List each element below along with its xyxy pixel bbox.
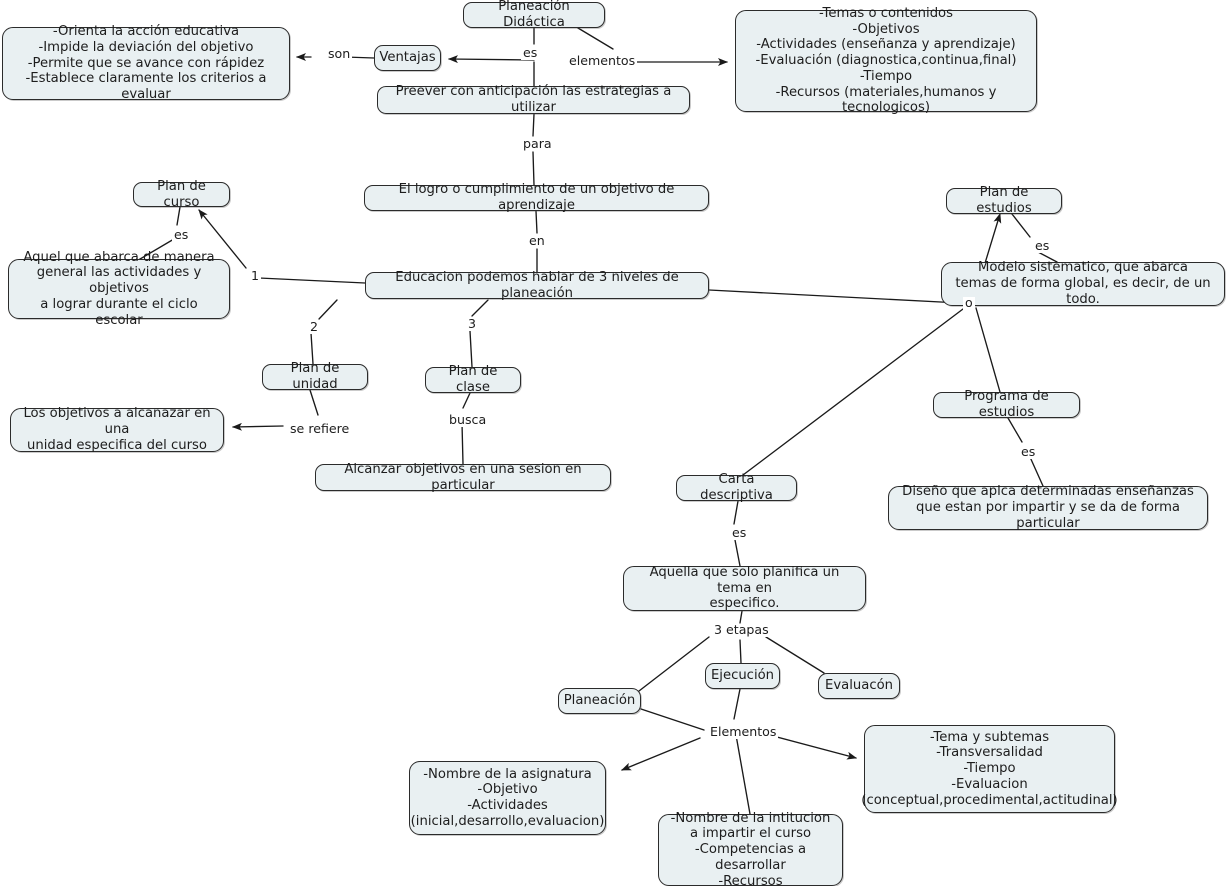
- edge-preever-para: [532, 113, 535, 137]
- node-preever[interactable]: Preever con anticipación las estrategias…: [377, 84, 690, 115]
- edge-label-son: son: [326, 46, 353, 61]
- edge-label-es-plan-estudios: es: [1033, 238, 1052, 253]
- edge-es-cartadetalle: [734, 539, 741, 567]
- node-plan-curso-detalle[interactable]: Aquel que abarca de manera general las a…: [8, 250, 230, 328]
- edge-label-elementos: elementos: [567, 53, 638, 68]
- edge-3etapas-planeacion: [638, 636, 710, 692]
- edge-educacion-1: [258, 277, 366, 284]
- node-plan-clase-detalle[interactable]: Alcanzar objetivos en una sesion en part…: [315, 462, 611, 493]
- node-carta-descriptiva[interactable]: Carta descriptiva: [676, 472, 797, 503]
- node-ejecucion[interactable]: Ejecución: [705, 663, 780, 689]
- node-ventajas-detalle[interactable]: -Orienta la acción educativa -Impide la …: [2, 24, 290, 102]
- edge-label-es-ventajas: es: [521, 45, 540, 60]
- node-plan-de-clase[interactable]: Plan de clase: [425, 364, 521, 395]
- edge-3etapas-ejecucion: [739, 639, 742, 664]
- node-planeacion[interactable]: Planeación: [558, 688, 641, 714]
- edge-planunidad-serefiere: [309, 389, 319, 416]
- edge-busca-detalle: [461, 422, 464, 465]
- edge-label-3-etapas: 3 etapas: [712, 622, 771, 637]
- node-plan-de-curso[interactable]: Plan de curso: [133, 179, 230, 210]
- node-plan-de-unidad[interactable]: Plan de unidad: [262, 361, 368, 392]
- node-plan-de-estudios[interactable]: Plan de estudios: [946, 185, 1062, 216]
- edge-label-o: o: [963, 295, 975, 310]
- edge-para-logro: [532, 151, 535, 186]
- edge-planestudios-es: [1011, 213, 1031, 238]
- edge-educacion-3: [471, 299, 489, 317]
- edge-educacion-o: [708, 289, 961, 304]
- edge-es-programadetalle: [1029, 456, 1044, 487]
- edge-carta-es: [733, 500, 739, 525]
- edge-label-2: 2: [308, 319, 321, 334]
- edge-ejecucion-elementos: [733, 688, 741, 720]
- node-elementos-tema[interactable]: -Tema y subtemas -Transversalidad -Tiemp…: [861, 725, 1118, 813]
- node-programa-de-estudios[interactable]: Programa de estudios: [933, 389, 1080, 420]
- edge-2-planunidad: [310, 332, 314, 365]
- node-ventajas[interactable]: Ventajas: [374, 45, 441, 71]
- edge-label-es-carta: es: [730, 525, 749, 540]
- edge-label-3: 3: [466, 316, 479, 331]
- node-carta-detalle[interactable]: Aquella que solo planifica un tema en es…: [623, 565, 866, 611]
- edge-3-planclase: [469, 330, 473, 368]
- node-elementos-detalle[interactable]: -Temas o contenidos -Objetivos -Activida…: [735, 6, 1037, 115]
- node-educacion-niveles[interactable]: Educacion podemos hablar de 3 niveles de…: [365, 270, 709, 301]
- edge-programa-es: [1007, 417, 1023, 443]
- edge-label-es-plan-curso: es: [172, 227, 191, 242]
- node-logro[interactable]: El logro o cumplimiento de un objetivo d…: [364, 182, 709, 213]
- edge-label-en: en: [527, 233, 547, 248]
- edge-o-programa: [975, 307, 1001, 393]
- edge-logro-en: [535, 210, 538, 234]
- edge-elementos-asignatura: [621, 737, 701, 771]
- edge-label-busca: busca: [447, 412, 489, 427]
- node-planeacion-didactica[interactable]: Planeación Didáctica: [463, 0, 605, 30]
- edge-label-elementos-2: Elementos: [708, 724, 779, 739]
- node-elementos-planeacion[interactable]: -Nombre de la asignatura -Objetivo -Acti…: [409, 761, 606, 835]
- node-elementos-institucion[interactable]: -Nombre de la intitucion a impartir el c…: [658, 811, 843, 886]
- edge-elementos-institucion: [735, 734, 751, 815]
- edge-pd-elementos: [577, 27, 614, 50]
- edge-label-para: para: [521, 136, 554, 151]
- node-plan-estudios-detalle[interactable]: Modelo sistematico, que abarca temas de …: [941, 260, 1225, 307]
- edge-o-carta: [742, 308, 964, 476]
- edge-serefiere-detalle: [232, 422, 284, 431]
- edge-label-1: 1: [249, 268, 262, 283]
- node-plan-unidad-detalle[interactable]: Los objetivos a alcanazar en una unidad …: [10, 406, 224, 453]
- node-programa-estudios-detalle[interactable]: Diseño que aplca determinadas enseñanzas…: [888, 484, 1208, 531]
- node-evaluacon[interactable]: Evaluacón: [818, 673, 900, 699]
- edge-label-se-refiere: se refiere: [288, 421, 352, 436]
- edge-planeacion-elementos: [640, 708, 705, 731]
- edge-educacion-2: [318, 299, 338, 320]
- edge-label-es-programa: es: [1019, 444, 1038, 459]
